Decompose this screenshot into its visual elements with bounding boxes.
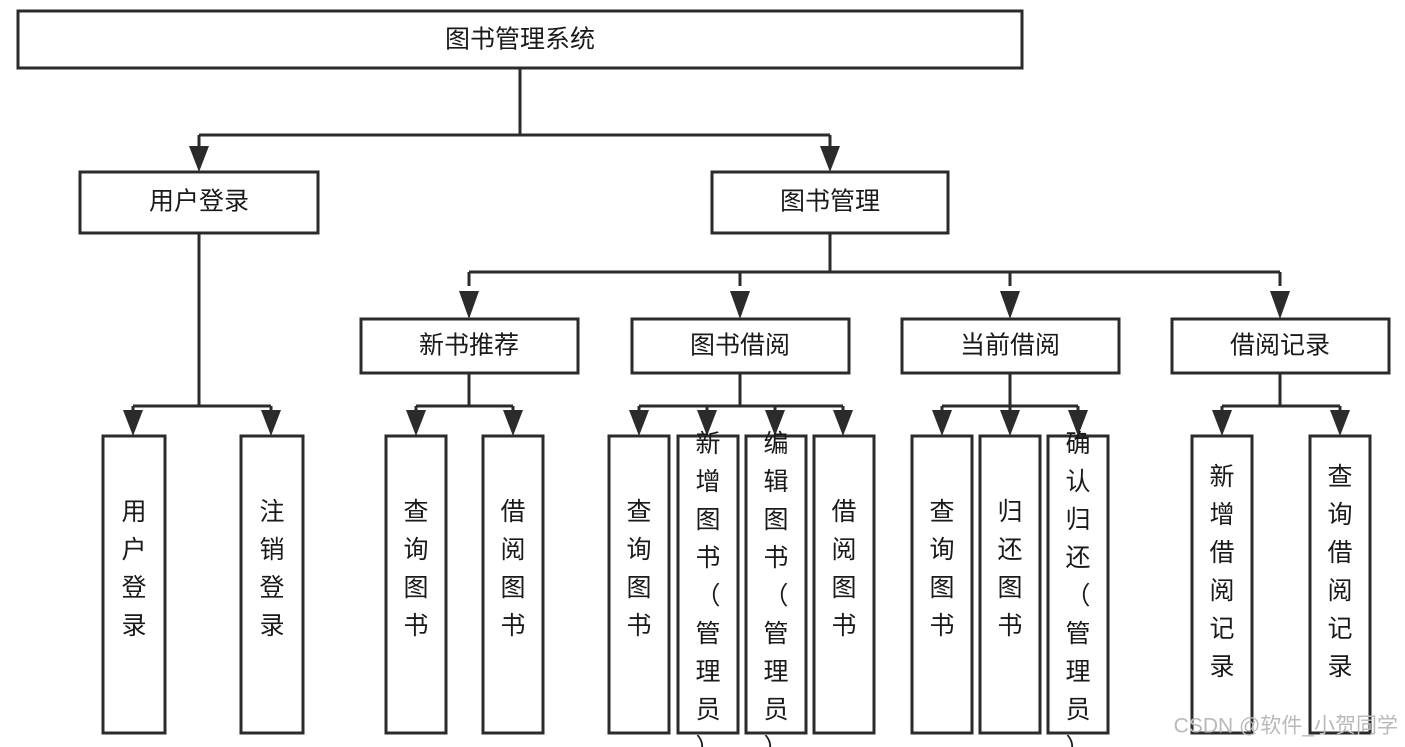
- arrowhead-leaf-logout-login: [261, 410, 281, 436]
- node-user-login-label: 用户登录: [149, 188, 249, 216]
- node-leaf-query-book-3[interactable]: 查询图书: [910, 434, 974, 735]
- arrowhead-leaf-query-book-1: [406, 410, 426, 436]
- node-leaf-query-book-2-label: 查询图书: [626, 498, 651, 640]
- node-leaf-confirm-return-admin[interactable]: 确认归还（管理员）: [1046, 430, 1110, 747]
- node-book-management-label: 图书管理: [780, 188, 880, 216]
- node-current-borrow-box[interactable]: [900, 317, 1121, 375]
- node-leaf-add-book-admin-label: 新增图书（管理员）: [695, 430, 720, 747]
- node-leaf-logout-login-box[interactable]: [239, 434, 305, 735]
- node-new-book-recommend-box[interactable]: [359, 317, 580, 375]
- node-new-book-recommend[interactable]: 新书推荐: [359, 317, 580, 375]
- node-leaf-confirm-return-admin-box[interactable]: [1046, 434, 1110, 735]
- arrowhead-leaf-user-login: [123, 410, 143, 436]
- node-leaf-confirm-return-admin-label: 确认归还（管理员）: [1065, 430, 1090, 747]
- node-new-book-recommend-label: 新书推荐: [419, 332, 519, 360]
- connector-layer: [123, 68, 1350, 436]
- node-leaf-return-book-box[interactable]: [978, 434, 1042, 735]
- arrowhead-user-login: [189, 146, 209, 172]
- node-leaf-query-book-1-label: 查询图书: [403, 498, 428, 640]
- node-leaf-add-borrow-record[interactable]: 新增借阅记录: [1190, 434, 1254, 735]
- node-current-borrow[interactable]: 当前借阅: [900, 317, 1121, 375]
- node-leaf-user-login[interactable]: 用户登录: [101, 434, 167, 735]
- node-book-management[interactable]: 图书管理: [710, 170, 950, 235]
- watermark-label: CSDN @软件_小贺同学: [1174, 715, 1398, 738]
- arrowhead-book-borrow: [730, 291, 750, 319]
- node-book-borrow-box[interactable]: [630, 317, 851, 375]
- node-leaf-query-book-2[interactable]: 查询图书: [607, 434, 671, 735]
- node-leaf-borrow-book-1-box[interactable]: [481, 434, 545, 735]
- node-leaf-query-book-3-label: 查询图书: [929, 498, 954, 640]
- node-leaf-add-borrow-record-label: 新增借阅记录: [1209, 463, 1234, 681]
- node-book-borrow[interactable]: 图书借阅: [630, 317, 851, 375]
- node-root-system-label: 图书管理系统: [445, 26, 595, 54]
- arrowhead-leaf-return-book: [1000, 410, 1020, 436]
- arrowhead-leaf-borrow-book-1: [503, 410, 523, 436]
- node-borrow-record-label: 借阅记录: [1230, 332, 1330, 360]
- node-current-borrow-label: 当前借阅: [960, 332, 1060, 360]
- arrowhead-leaf-query-book-3: [932, 410, 952, 436]
- node-book-borrow-label: 图书借阅: [690, 332, 790, 360]
- node-leaf-return-book[interactable]: 归还图书: [978, 434, 1042, 735]
- node-leaf-add-book-admin-box[interactable]: [676, 434, 740, 735]
- node-leaf-add-book-admin[interactable]: 新增图书（管理员）: [676, 430, 740, 747]
- node-leaf-logout-login[interactable]: 注销登录: [239, 434, 305, 735]
- arrowhead-leaf-query-borrow-record: [1330, 410, 1350, 436]
- arrowhead-leaf-edit-book-admin: [765, 410, 785, 436]
- node-leaf-query-borrow-record[interactable]: 查询借阅记录: [1308, 434, 1372, 735]
- arrowhead-leaf-borrow-book-2: [833, 410, 853, 436]
- node-leaf-borrow-book-1[interactable]: 借阅图书: [481, 434, 545, 735]
- node-borrow-record[interactable]: 借阅记录: [1170, 317, 1391, 375]
- node-leaf-user-login-box[interactable]: [101, 434, 167, 735]
- node-borrow-record-box[interactable]: [1170, 317, 1391, 375]
- arrowhead-borrow-record: [1270, 291, 1290, 319]
- node-leaf-query-book-1[interactable]: 查询图书: [384, 434, 448, 735]
- node-leaf-edit-book-admin-label: 编辑图书（管理员）: [763, 430, 788, 747]
- node-leaf-query-borrow-record-box[interactable]: [1308, 434, 1372, 735]
- node-leaf-edit-book-admin-box[interactable]: [744, 434, 808, 735]
- node-leaf-user-login-label: 用户登录: [121, 498, 146, 640]
- node-user-login[interactable]: 用户登录: [78, 170, 320, 235]
- node-leaf-query-book-1-box[interactable]: [384, 434, 448, 735]
- node-leaf-borrow-book-2[interactable]: 借阅图书: [812, 434, 876, 735]
- arrowhead-new-book-recommend: [459, 291, 479, 319]
- node-leaf-logout-login-label: 注销登录: [259, 498, 284, 640]
- node-book-management-box[interactable]: [710, 170, 950, 235]
- arrowhead-leaf-confirm-return-admin: [1068, 410, 1088, 436]
- node-user-login-box[interactable]: [78, 170, 320, 235]
- node-leaf-query-borrow-record-label: 查询借阅记录: [1327, 463, 1352, 681]
- node-leaf-query-book-2-box[interactable]: [607, 434, 671, 735]
- node-leaf-add-borrow-record-box[interactable]: [1190, 434, 1254, 735]
- arrowhead-book-management: [820, 146, 840, 172]
- node-leaf-edit-book-admin[interactable]: 编辑图书（管理员）: [744, 430, 808, 747]
- node-leaf-query-book-3-box[interactable]: [910, 434, 974, 735]
- arrowhead-current-borrow: [1000, 291, 1020, 319]
- node-leaf-borrow-book-1-label: 借阅图书: [500, 498, 525, 640]
- node-leaf-borrow-book-2-label: 借阅图书: [831, 498, 856, 640]
- node-root-system[interactable]: 图书管理系统: [16, 9, 1024, 70]
- node-leaf-return-book-label: 归还图书: [997, 498, 1022, 640]
- arrowhead-leaf-add-borrow-record: [1212, 410, 1232, 436]
- arrowhead-leaf-query-book-2: [629, 410, 649, 436]
- node-leaf-borrow-book-2-box[interactable]: [812, 434, 876, 735]
- node-root-system-box[interactable]: [16, 9, 1024, 70]
- arrowhead-leaf-add-book-admin: [697, 410, 717, 436]
